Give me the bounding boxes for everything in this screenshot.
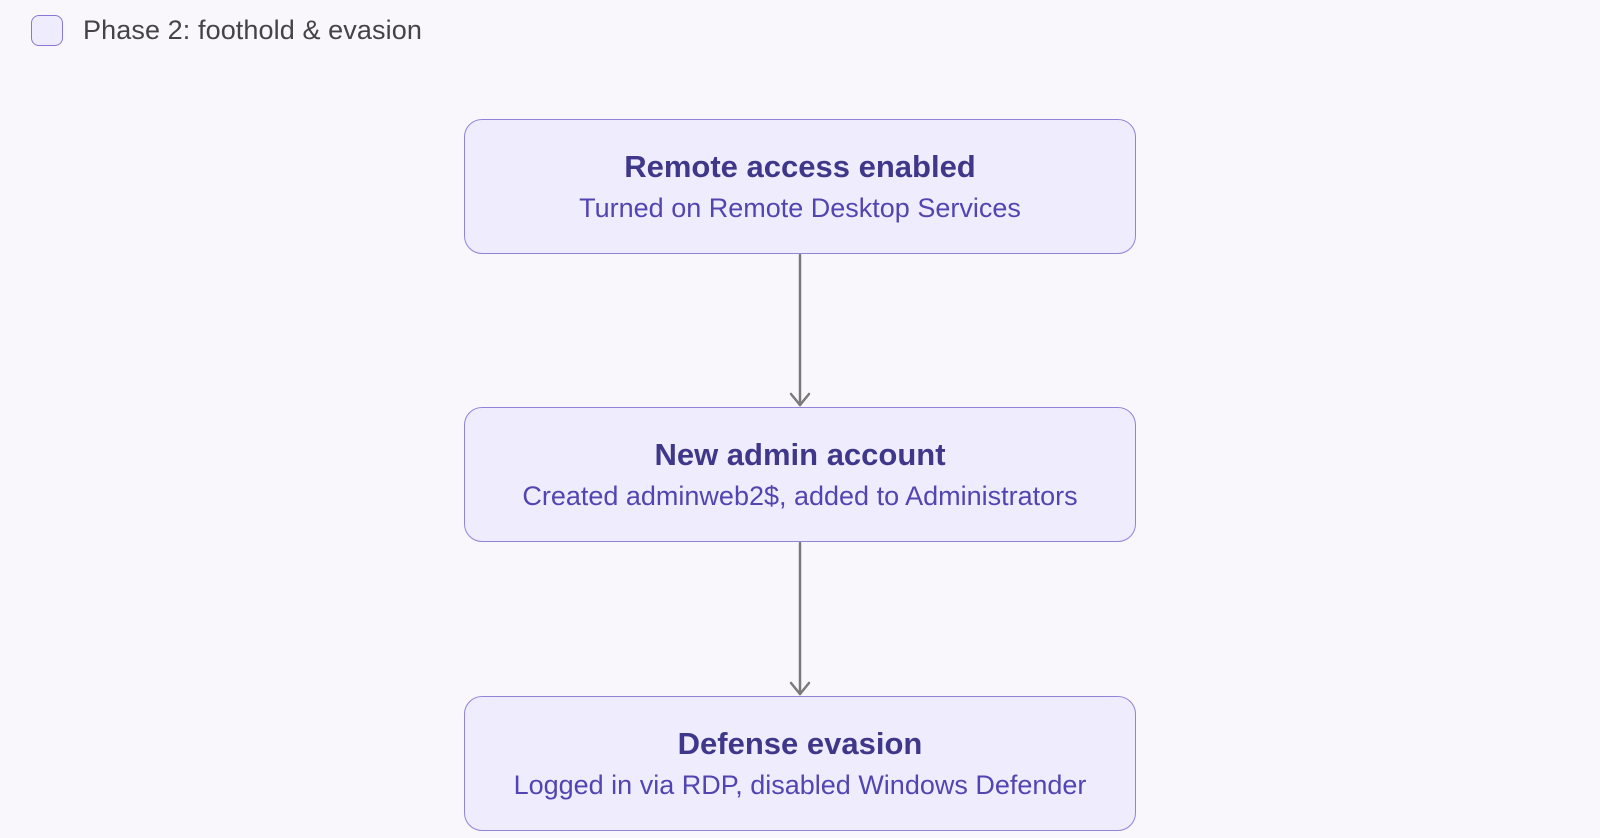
node-subtitle: Turned on Remote Desktop Services	[579, 192, 1021, 223]
node-subtitle: Created adminweb2$, added to Administrat…	[522, 480, 1078, 511]
legend-swatch	[31, 14, 63, 46]
legend-label: Phase 2: foothold & evasion	[83, 14, 422, 45]
node-remote-access-enabled: Remote access enabled Turned on Remote D…	[464, 119, 1136, 254]
node-title: Defense evasion	[677, 725, 923, 761]
phase-legend: Phase 2: foothold & evasion	[31, 13, 422, 47]
connector-2-to-3	[789, 541, 811, 696]
node-subtitle: Logged in via RDP, disabled Windows Defe…	[513, 769, 1087, 800]
node-title: New admin account	[654, 436, 946, 472]
node-defense-evasion: Defense evasion Logged in via RDP, disab…	[464, 696, 1136, 831]
node-new-admin-account: New admin account Created adminweb2$, ad…	[464, 407, 1136, 542]
connector-1-to-2	[789, 253, 811, 407]
node-title: Remote access enabled	[624, 148, 976, 184]
